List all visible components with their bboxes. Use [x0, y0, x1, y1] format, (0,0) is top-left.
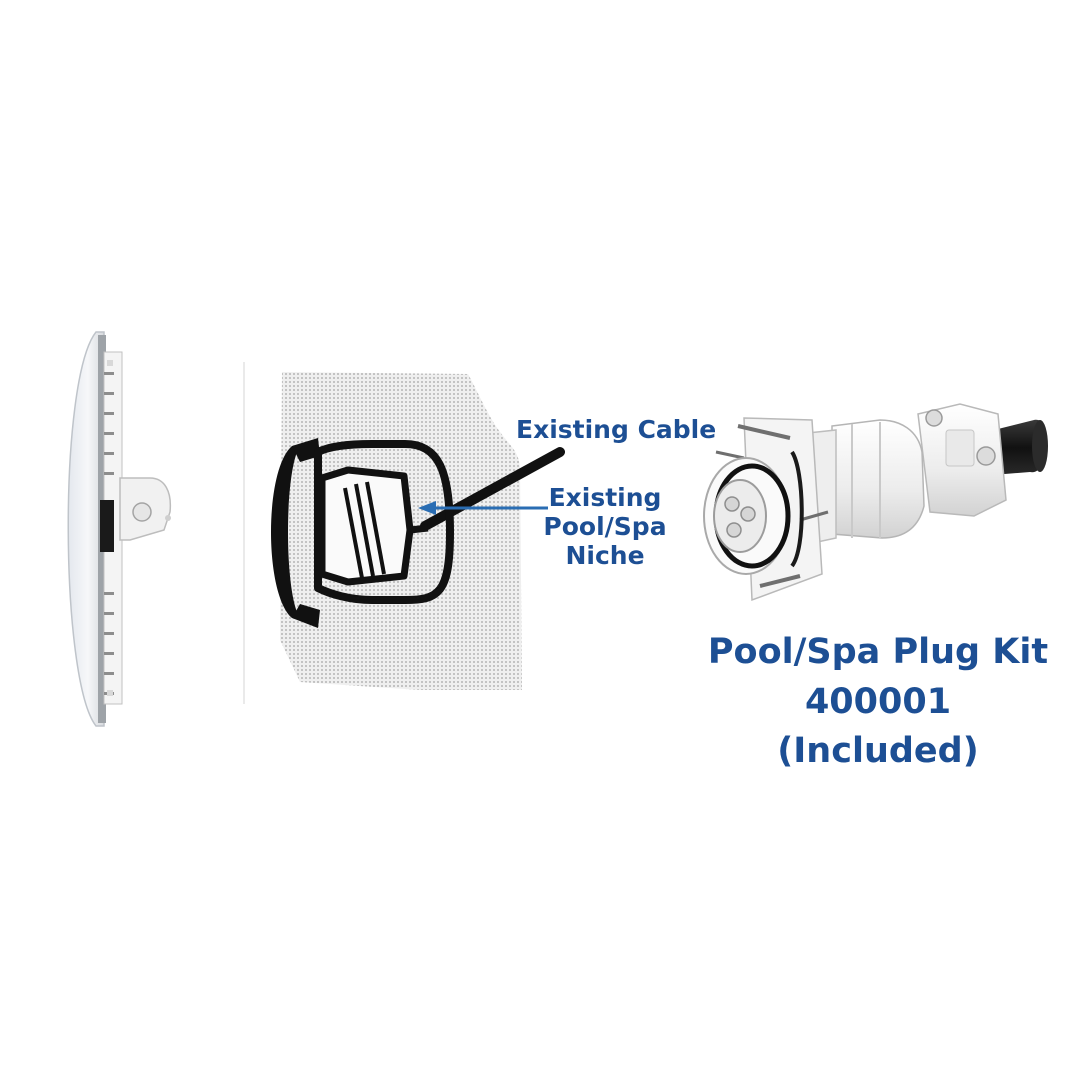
existing-cable-label: Existing Cable	[516, 415, 717, 444]
plug-kit-label: Pool/Spa Plug Kit 400001 (Included)	[700, 628, 1056, 777]
niche-label: Existing Pool/Spa Niche	[530, 483, 680, 570]
plug-kit-icon	[703, 403, 1048, 602]
pointer-arrow-icon	[418, 501, 548, 515]
niche-label-line-1: Existing	[548, 483, 662, 512]
plug-kit-note: (Included)	[777, 731, 979, 772]
plug-kit-part-number: 400001	[804, 681, 952, 722]
light-fixture-side-icon	[67, 331, 172, 727]
niche-label-line-3: Niche	[565, 540, 645, 570]
plug-kit-name: Pool/Spa Plug Kit	[707, 632, 1049, 672]
niche-label-line-2: Pool/Spa	[543, 511, 667, 541]
niche-cross-section-icon	[271, 372, 565, 690]
